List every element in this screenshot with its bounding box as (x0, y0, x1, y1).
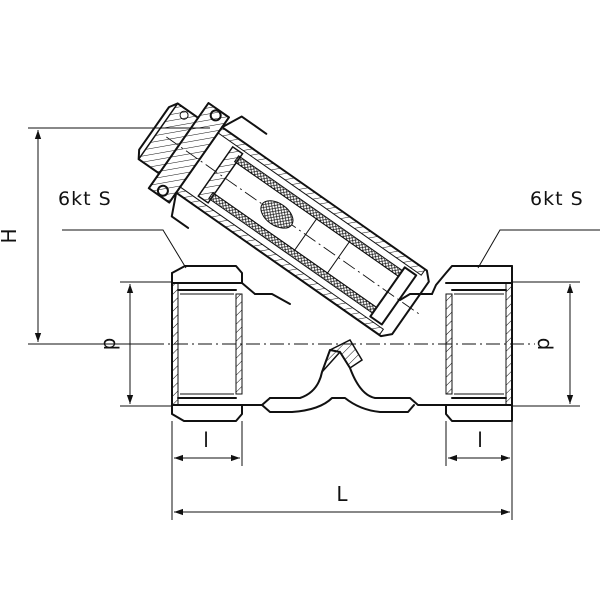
diameter-right-label: d (533, 338, 557, 351)
dimension-diameter-right (512, 281, 580, 407)
dimension-diameter-left (120, 281, 172, 407)
height-label: H (0, 228, 21, 243)
leader-hex-left (62, 229, 187, 269)
dimension-thread-left (171, 421, 243, 466)
thread-right-label: l (477, 428, 483, 452)
hex-right-label: 6kt S (530, 188, 584, 210)
diameter-left-label: d (99, 338, 123, 351)
dimension-thread-right (445, 421, 513, 520)
dimension-length (171, 466, 510, 520)
thread-left-label: l (203, 428, 209, 452)
length-label: L (336, 482, 348, 506)
leader-hex-right (477, 229, 600, 269)
hex-left-label: 6kt S (58, 188, 112, 210)
strainer-assembly (137, 101, 430, 338)
